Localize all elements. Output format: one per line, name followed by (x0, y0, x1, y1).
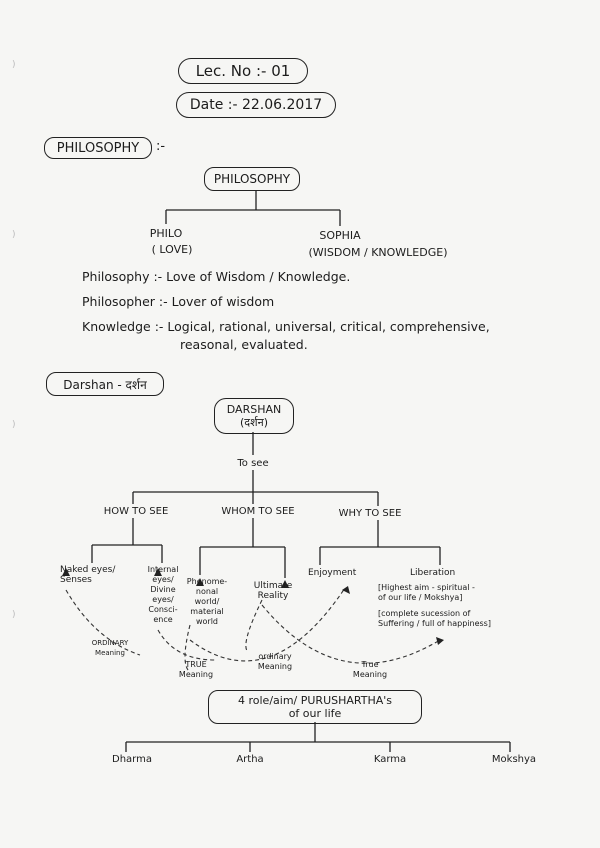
philosophy-heading-suffix: :- (156, 139, 166, 154)
margin-mark: ) (12, 420, 16, 430)
darshan-heading: Darshan - दर्शन (63, 377, 147, 392)
darshan-root-label: DARSHAN (226, 403, 282, 416)
philo-meaning: ( LOVE) (151, 243, 193, 256)
child-phenomenal-world: Phenome- nonal world/ material world (186, 577, 228, 626)
purushartha-artha: Artha (236, 754, 264, 765)
purushartha-mokshya: Mokshya (491, 754, 537, 765)
philosophy-root-label: PHILOSOPHY (213, 172, 291, 186)
definition-philosopher: Philosopher :- Lover of wisdom (82, 294, 274, 309)
definition-text: :- Love of Wisdom / Knowledge. (153, 269, 351, 284)
lecture-number: Lec. No :- 01 (195, 62, 291, 80)
lecture-date: Date :- 22.06.2017 (189, 97, 323, 113)
meaning-true-left: TRUE Meaning (178, 660, 214, 679)
date-box: Date :- 22.06.2017 (176, 92, 336, 118)
purushartha-dharma: Dharma (112, 754, 152, 765)
branch-why-to-see: WHY TO SEE (338, 508, 402, 519)
meaning-ordinary-right: ordinary Meaning (257, 652, 293, 671)
branch-whom-to-see: WHOM TO SEE (221, 506, 295, 517)
darshan-heading-box: Darshan - दर्शन (46, 372, 164, 396)
purushartha-karma: Karma (373, 754, 407, 765)
child-naked-eyes: Naked eyes/ Senses (60, 565, 116, 585)
liberation-note-suffering: [complete sucession of Suffering / full … (378, 609, 491, 628)
definition-term: Knowledge (82, 319, 151, 334)
child-ultimate-reality: Ultimate Reality (253, 581, 293, 601)
definition-term: Philosopher (82, 294, 155, 309)
definition-text: :- Lover of wisdom (158, 294, 275, 309)
darshan-root-node: DARSHAN (दर्शन) (214, 398, 294, 434)
definition-knowledge-continued: reasonal, evaluated. (180, 337, 308, 352)
margin-mark: ) (12, 610, 16, 620)
definition-knowledge: Knowledge :- Logical, rational, universa… (82, 319, 490, 334)
philosophy-heading: PHILOSOPHY (56, 140, 140, 156)
sophia-meaning: (WISDOM / KNOWLEDGE) (308, 246, 448, 259)
purushartha-title: 4 role/aim/ PURUSHARTHA's (237, 694, 393, 707)
philosophy-root-node: PHILOSOPHY (204, 167, 300, 191)
darshan-root-hindi: (दर्शन) (239, 416, 268, 429)
child-enjoyment: Enjoyment (308, 568, 357, 578)
branch-how-to-see: HOW TO SEE (103, 506, 169, 517)
definition-philosophy: Philosophy :- Love of Wisdom / Knowledge… (82, 269, 350, 284)
purushartha-node: 4 role/aim/ PURUSHARTHA's of our life (208, 690, 422, 724)
purushartha-subtitle: of our life (288, 707, 342, 720)
liberation-note-aim: [Highest aim - spiritual - of our life /… (378, 583, 475, 602)
to-see-label: To see (237, 458, 269, 469)
definition-text: :- Logical, rational, universal, critica… (154, 319, 490, 334)
margin-mark: ) (12, 60, 16, 70)
lecture-number-box: Lec. No :- 01 (178, 58, 308, 84)
margin-mark: ) (12, 230, 16, 240)
definition-term: Philosophy (82, 269, 150, 284)
child-internal-eyes: Internal eyes/ Divine eyes/ Consci- ence (147, 565, 179, 624)
meaning-ordinary-left: ORDINARY Meaning (91, 639, 129, 657)
meaning-true-right: True Meaning (352, 660, 388, 679)
child-liberation: Liberation (410, 568, 456, 578)
sophia-term: SOPHIA (319, 229, 361, 242)
philosophy-heading-box: PHILOSOPHY (44, 137, 152, 159)
philo-term: PHILO (149, 227, 183, 240)
